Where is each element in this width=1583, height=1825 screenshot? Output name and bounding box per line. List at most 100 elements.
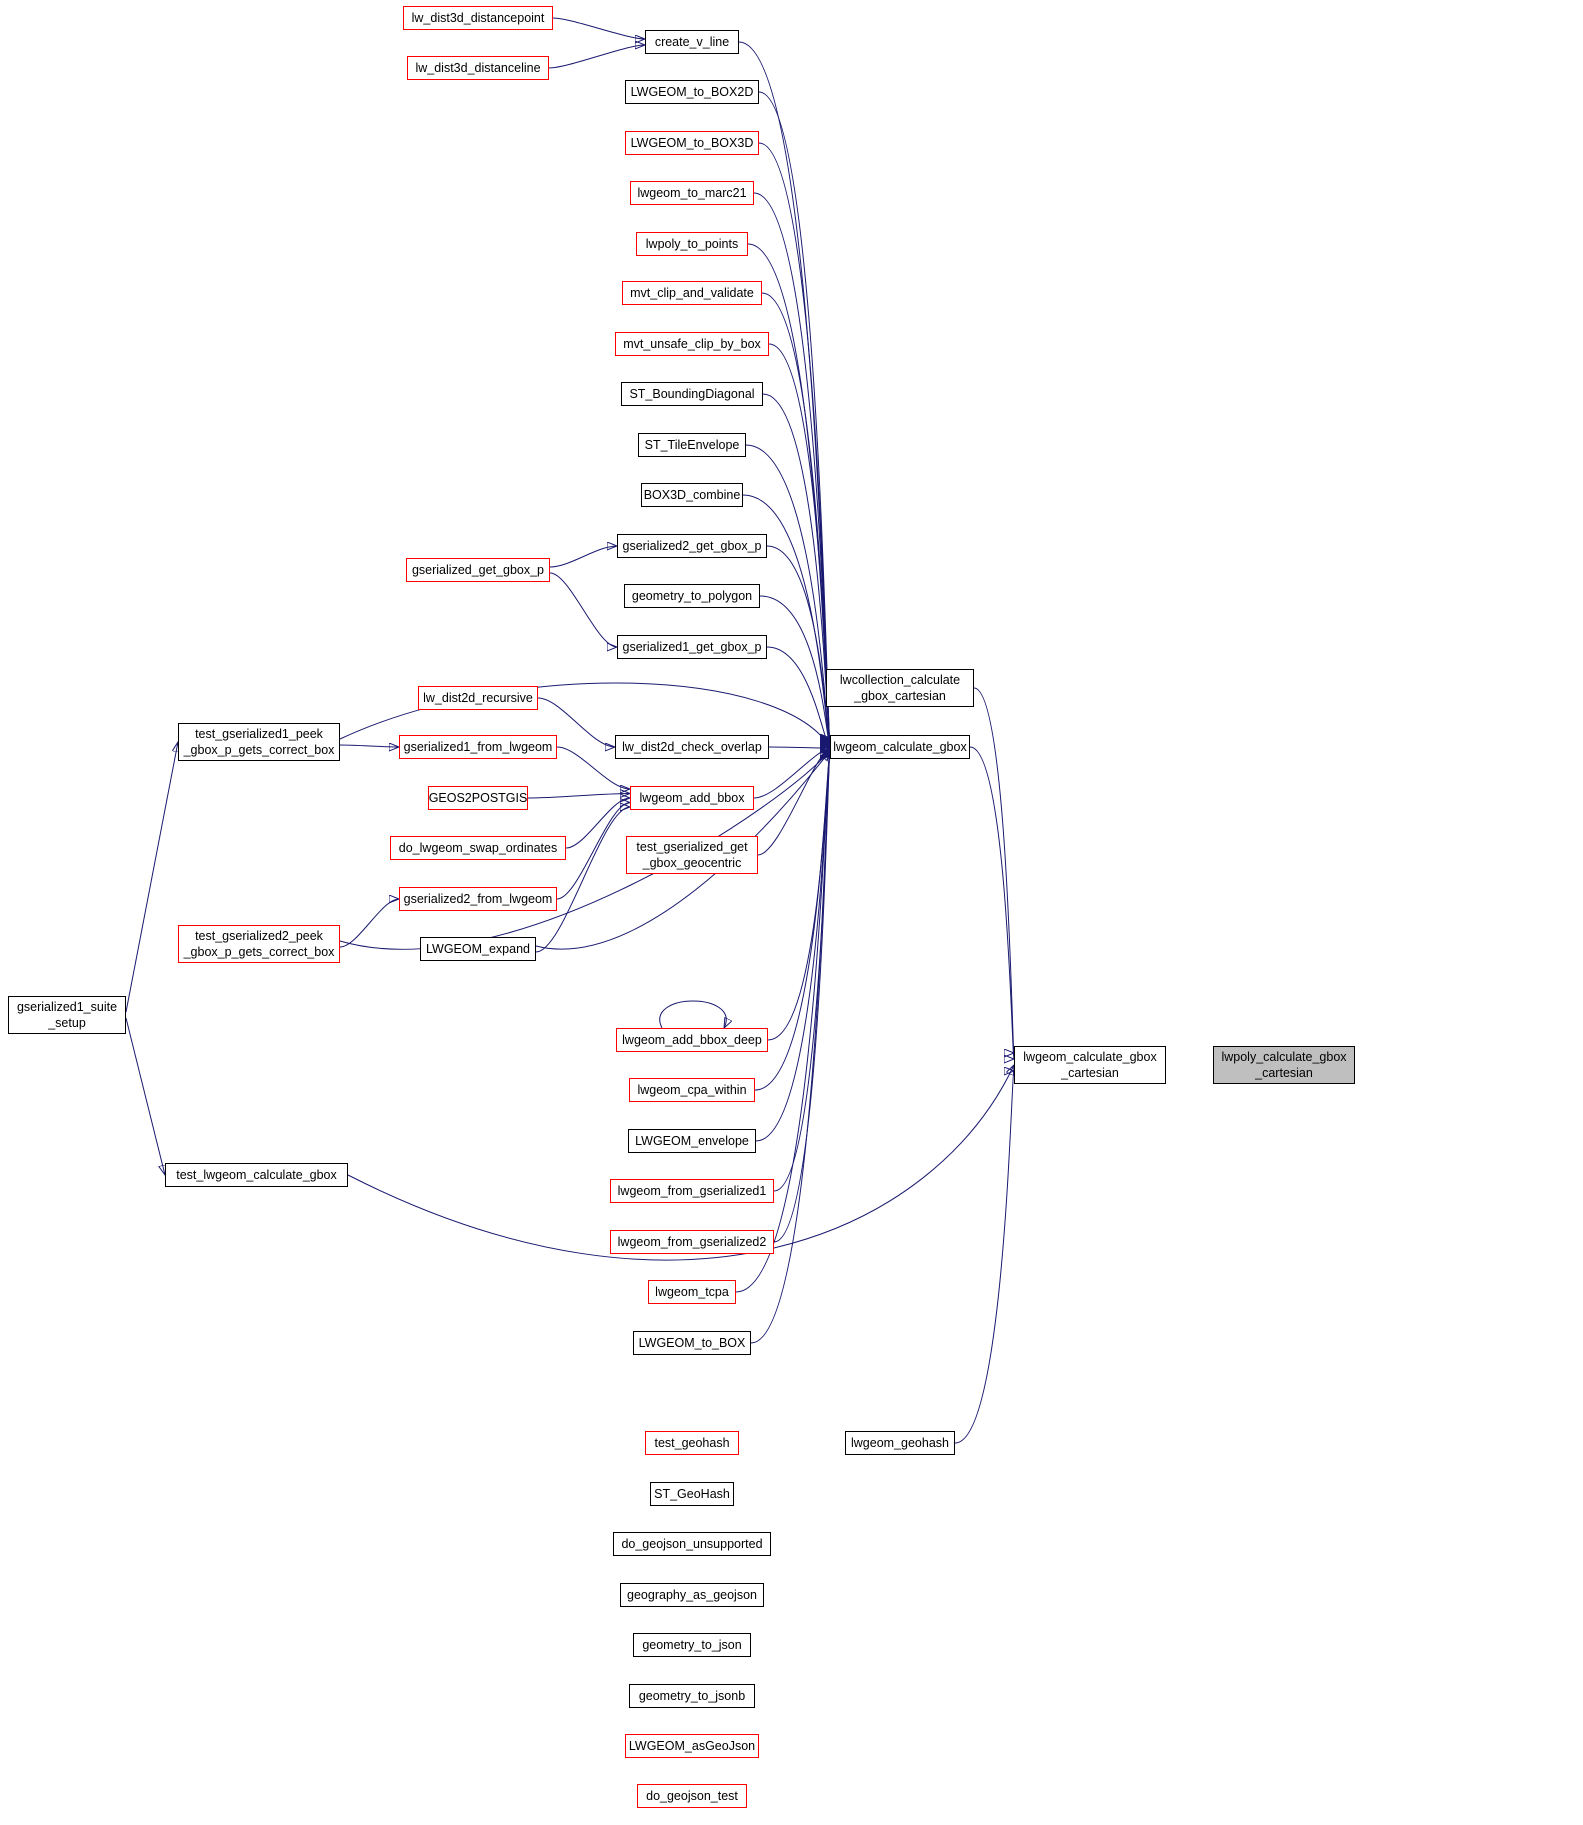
edge-test_gserialized1_peek-to-lwgeom_calculate_gbox bbox=[339, 682, 830, 747]
node-label: LWGEOM_to_BOX2D bbox=[630, 85, 754, 99]
edge-lwgeom_geohash-to-lwgeom_calculate_gbox_cartesian bbox=[954, 1071, 1014, 1444]
node-label: create_v_line bbox=[654, 35, 730, 49]
node-label: lwgeom_from_gserialized2 bbox=[617, 1235, 767, 1249]
node-do_geojson_unsupported[interactable]: do_geojson_unsupported bbox=[613, 1532, 771, 1556]
node-LWGEOM_envelope[interactable]: LWGEOM_envelope bbox=[628, 1129, 756, 1153]
node-label: LWGEOM_envelope bbox=[635, 1134, 749, 1148]
node-LWGEOM_to_BOX3D[interactable]: LWGEOM_to_BOX3D bbox=[625, 131, 759, 155]
node-lw_dist3d_distanceline[interactable]: lw_dist3d_distanceline bbox=[407, 56, 549, 80]
node-lwgeom_tcpa[interactable]: lwgeom_tcpa bbox=[648, 1280, 736, 1304]
node-lwgeom_add_bbox_deep[interactable]: lwgeom_add_bbox_deep bbox=[616, 1028, 768, 1052]
node-lwpoly_calculate_gbox_cartesian: lwpoly_calculate_gbox _cartesian bbox=[1213, 1046, 1355, 1084]
node-label: lwpoly_calculate_gbox _cartesian bbox=[1221, 1050, 1347, 1080]
node-label: lwgeom_from_gserialized1 bbox=[617, 1184, 767, 1198]
node-label: lwpoly_to_points bbox=[645, 237, 739, 251]
node-lw_dist3d_distancepoint[interactable]: lw_dist3d_distancepoint bbox=[403, 6, 553, 30]
node-lwgeom_from_gserialized1[interactable]: lwgeom_from_gserialized1 bbox=[610, 1179, 774, 1203]
edge-ST_BoundingDiagonal-to-lwgeom_calculate_gbox bbox=[762, 393, 830, 743]
node-test_geohash[interactable]: test_geohash bbox=[645, 1431, 739, 1455]
node-label: lw_dist2d_recursive bbox=[423, 691, 533, 705]
edge-gserialized2_get_gbox_p-to-lwgeom_calculate_gbox bbox=[766, 545, 830, 745]
node-LWGEOM_expand[interactable]: LWGEOM_expand bbox=[420, 937, 536, 961]
node-label: LWGEOM_to_BOX bbox=[638, 1336, 746, 1350]
node-lw_dist2d_recursive[interactable]: lw_dist2d_recursive bbox=[418, 686, 538, 710]
node-test_gserialized_get_gbox_geocentric[interactable]: test_gserialized_get _gbox_geocentric bbox=[626, 836, 758, 874]
node-label: LWGEOM_to_BOX3D bbox=[630, 136, 754, 150]
node-label: lwgeom_add_bbox bbox=[639, 791, 745, 805]
node-label: gserialized2_from_lwgeom bbox=[403, 892, 553, 906]
node-mvt_clip_and_validate[interactable]: mvt_clip_and_validate bbox=[622, 281, 762, 305]
edge-test_lwgeom_calculate_gbox-to-lwgeom_calculate_gbox_cartesian bbox=[347, 1065, 1014, 1261]
node-lwgeom_from_gserialized2[interactable]: lwgeom_from_gserialized2 bbox=[610, 1230, 774, 1254]
edge-GEOS2POSTGIS-to-lwgeom_add_bbox bbox=[527, 794, 630, 799]
node-label: lwcollection_calculate _gbox_cartesian bbox=[839, 673, 961, 703]
node-label: lw_dist2d_check_overlap bbox=[622, 740, 762, 754]
node-test_gserialized1_peek[interactable]: test_gserialized1_peek _gbox_p_gets_corr… bbox=[178, 723, 340, 761]
edge-test_gserialized1_peek-to-gserialized1_from_lwgeom bbox=[339, 745, 399, 747]
node-ST_BoundingDiagonal[interactable]: ST_BoundingDiagonal bbox=[621, 382, 763, 406]
edge-lwgeom_tcpa-to-lwgeom_calculate_gbox bbox=[735, 755, 830, 1293]
edge-gserialized_get_gbox_p-to-gserialized1_get_gbox_p bbox=[549, 572, 617, 647]
node-test_lwgeom_calculate_gbox[interactable]: test_lwgeom_calculate_gbox bbox=[165, 1163, 348, 1187]
node-gserialized1_suite_setup[interactable]: gserialized1_suite _setup bbox=[8, 996, 126, 1034]
edge-test_gserialized2_peek-to-gserialized2_from_lwgeom bbox=[339, 899, 399, 948]
node-lwgeom_calculate_gbox_cartesian[interactable]: lwgeom_calculate_gbox _cartesian bbox=[1014, 1046, 1166, 1084]
node-lwgeom_calculate_gbox[interactable]: lwgeom_calculate_gbox bbox=[830, 735, 970, 759]
node-lwgeom_add_bbox[interactable]: lwgeom_add_bbox bbox=[630, 786, 754, 810]
node-lwpoly_to_points[interactable]: lwpoly_to_points bbox=[636, 232, 748, 256]
edge-gserialized1_suite_setup-to-test_gserialized1_peek bbox=[125, 742, 178, 1013]
node-lwgeom_to_marc21[interactable]: lwgeom_to_marc21 bbox=[630, 181, 754, 205]
node-gserialized2_from_lwgeom[interactable]: gserialized2_from_lwgeom bbox=[399, 887, 557, 911]
node-label: geography_as_geojson bbox=[627, 1588, 757, 1602]
node-label: gserialized2_get_gbox_p bbox=[622, 539, 762, 553]
node-LWGEOM_asGeoJson[interactable]: LWGEOM_asGeoJson bbox=[625, 1734, 759, 1758]
node-label: geometry_to_polygon bbox=[631, 589, 753, 603]
node-label: test_geohash bbox=[654, 1436, 730, 1450]
node-label: mvt_clip_and_validate bbox=[630, 286, 754, 300]
node-label: lwgeom_to_marc21 bbox=[637, 186, 747, 200]
node-geography_as_geojson[interactable]: geography_as_geojson bbox=[620, 1583, 764, 1607]
node-lwgeom_geohash[interactable]: lwgeom_geohash bbox=[845, 1431, 955, 1455]
edge-lwgeom_calculate_gbox-to-lwgeom_calculate_gbox_cartesian bbox=[969, 746, 1014, 1059]
node-mvt_unsafe_clip_by_box[interactable]: mvt_unsafe_clip_by_box bbox=[615, 332, 769, 356]
node-label: test_gserialized2_peek _gbox_p_gets_corr… bbox=[183, 929, 335, 959]
node-ST_TileEnvelope[interactable]: ST_TileEnvelope bbox=[638, 433, 746, 457]
node-lwcollection_calculate_gbox_cartesian[interactable]: lwcollection_calculate _gbox_cartesian bbox=[826, 669, 974, 707]
node-label: lwgeom_calculate_gbox _cartesian bbox=[1023, 1050, 1157, 1080]
edge-lw_dist3d_distancepoint-to-create_v_line bbox=[552, 17, 645, 39]
node-label: mvt_unsafe_clip_by_box bbox=[623, 337, 761, 351]
node-create_v_line[interactable]: create_v_line bbox=[645, 30, 739, 54]
node-ST_GeoHash[interactable]: ST_GeoHash bbox=[650, 1482, 734, 1506]
edge-lwgeom_add_bbox_deep-to-lwgeom_add_bbox_deep bbox=[659, 1000, 726, 1028]
node-gserialized_get_gbox_p[interactable]: gserialized_get_gbox_p bbox=[406, 558, 550, 582]
node-geometry_to_jsonb[interactable]: geometry_to_jsonb bbox=[629, 1684, 755, 1708]
node-label: lw_dist3d_distanceline bbox=[415, 61, 541, 75]
node-gserialized1_from_lwgeom[interactable]: gserialized1_from_lwgeom bbox=[399, 735, 557, 759]
node-label: ST_BoundingDiagonal bbox=[629, 387, 755, 401]
node-do_lwgeom_swap_ordinates[interactable]: do_lwgeom_swap_ordinates bbox=[390, 836, 566, 860]
node-label: BOX3D_combine bbox=[643, 488, 741, 502]
node-label: geometry_to_jsonb bbox=[638, 1689, 746, 1703]
node-label: lwgeom_calculate_gbox bbox=[833, 740, 967, 754]
node-gserialized1_get_gbox_p[interactable]: gserialized1_get_gbox_p bbox=[617, 635, 767, 659]
node-LWGEOM_to_BOX2D[interactable]: LWGEOM_to_BOX2D bbox=[625, 80, 759, 104]
node-BOX3D_combine[interactable]: BOX3D_combine bbox=[641, 483, 743, 507]
node-label: ST_GeoHash bbox=[654, 1487, 730, 1501]
node-do_geojson_test[interactable]: do_geojson_test bbox=[637, 1784, 747, 1808]
edge-gserialized1_from_lwgeom-to-lwgeom_add_bbox bbox=[556, 746, 630, 789]
node-label: geometry_to_json bbox=[642, 1638, 742, 1652]
node-label: GEOS2POSTGIS bbox=[428, 791, 528, 805]
node-gserialized2_get_gbox_p[interactable]: gserialized2_get_gbox_p bbox=[617, 534, 767, 558]
node-LWGEOM_to_BOX[interactable]: LWGEOM_to_BOX bbox=[633, 1331, 751, 1355]
node-GEOS2POSTGIS[interactable]: GEOS2POSTGIS bbox=[428, 786, 528, 810]
edge-test_gserialized2_peek-to-lwgeom_calculate_gbox bbox=[339, 750, 830, 950]
node-label: lwgeom_geohash bbox=[851, 1436, 949, 1450]
node-test_gserialized2_peek[interactable]: test_gserialized2_peek _gbox_p_gets_corr… bbox=[178, 925, 340, 963]
node-lwgeom_cpa_within[interactable]: lwgeom_cpa_within bbox=[629, 1078, 755, 1102]
node-geometry_to_polygon[interactable]: geometry_to_polygon bbox=[624, 584, 760, 608]
node-geometry_to_json[interactable]: geometry_to_json bbox=[633, 1633, 751, 1657]
node-lw_dist2d_check_overlap[interactable]: lw_dist2d_check_overlap bbox=[615, 735, 769, 759]
